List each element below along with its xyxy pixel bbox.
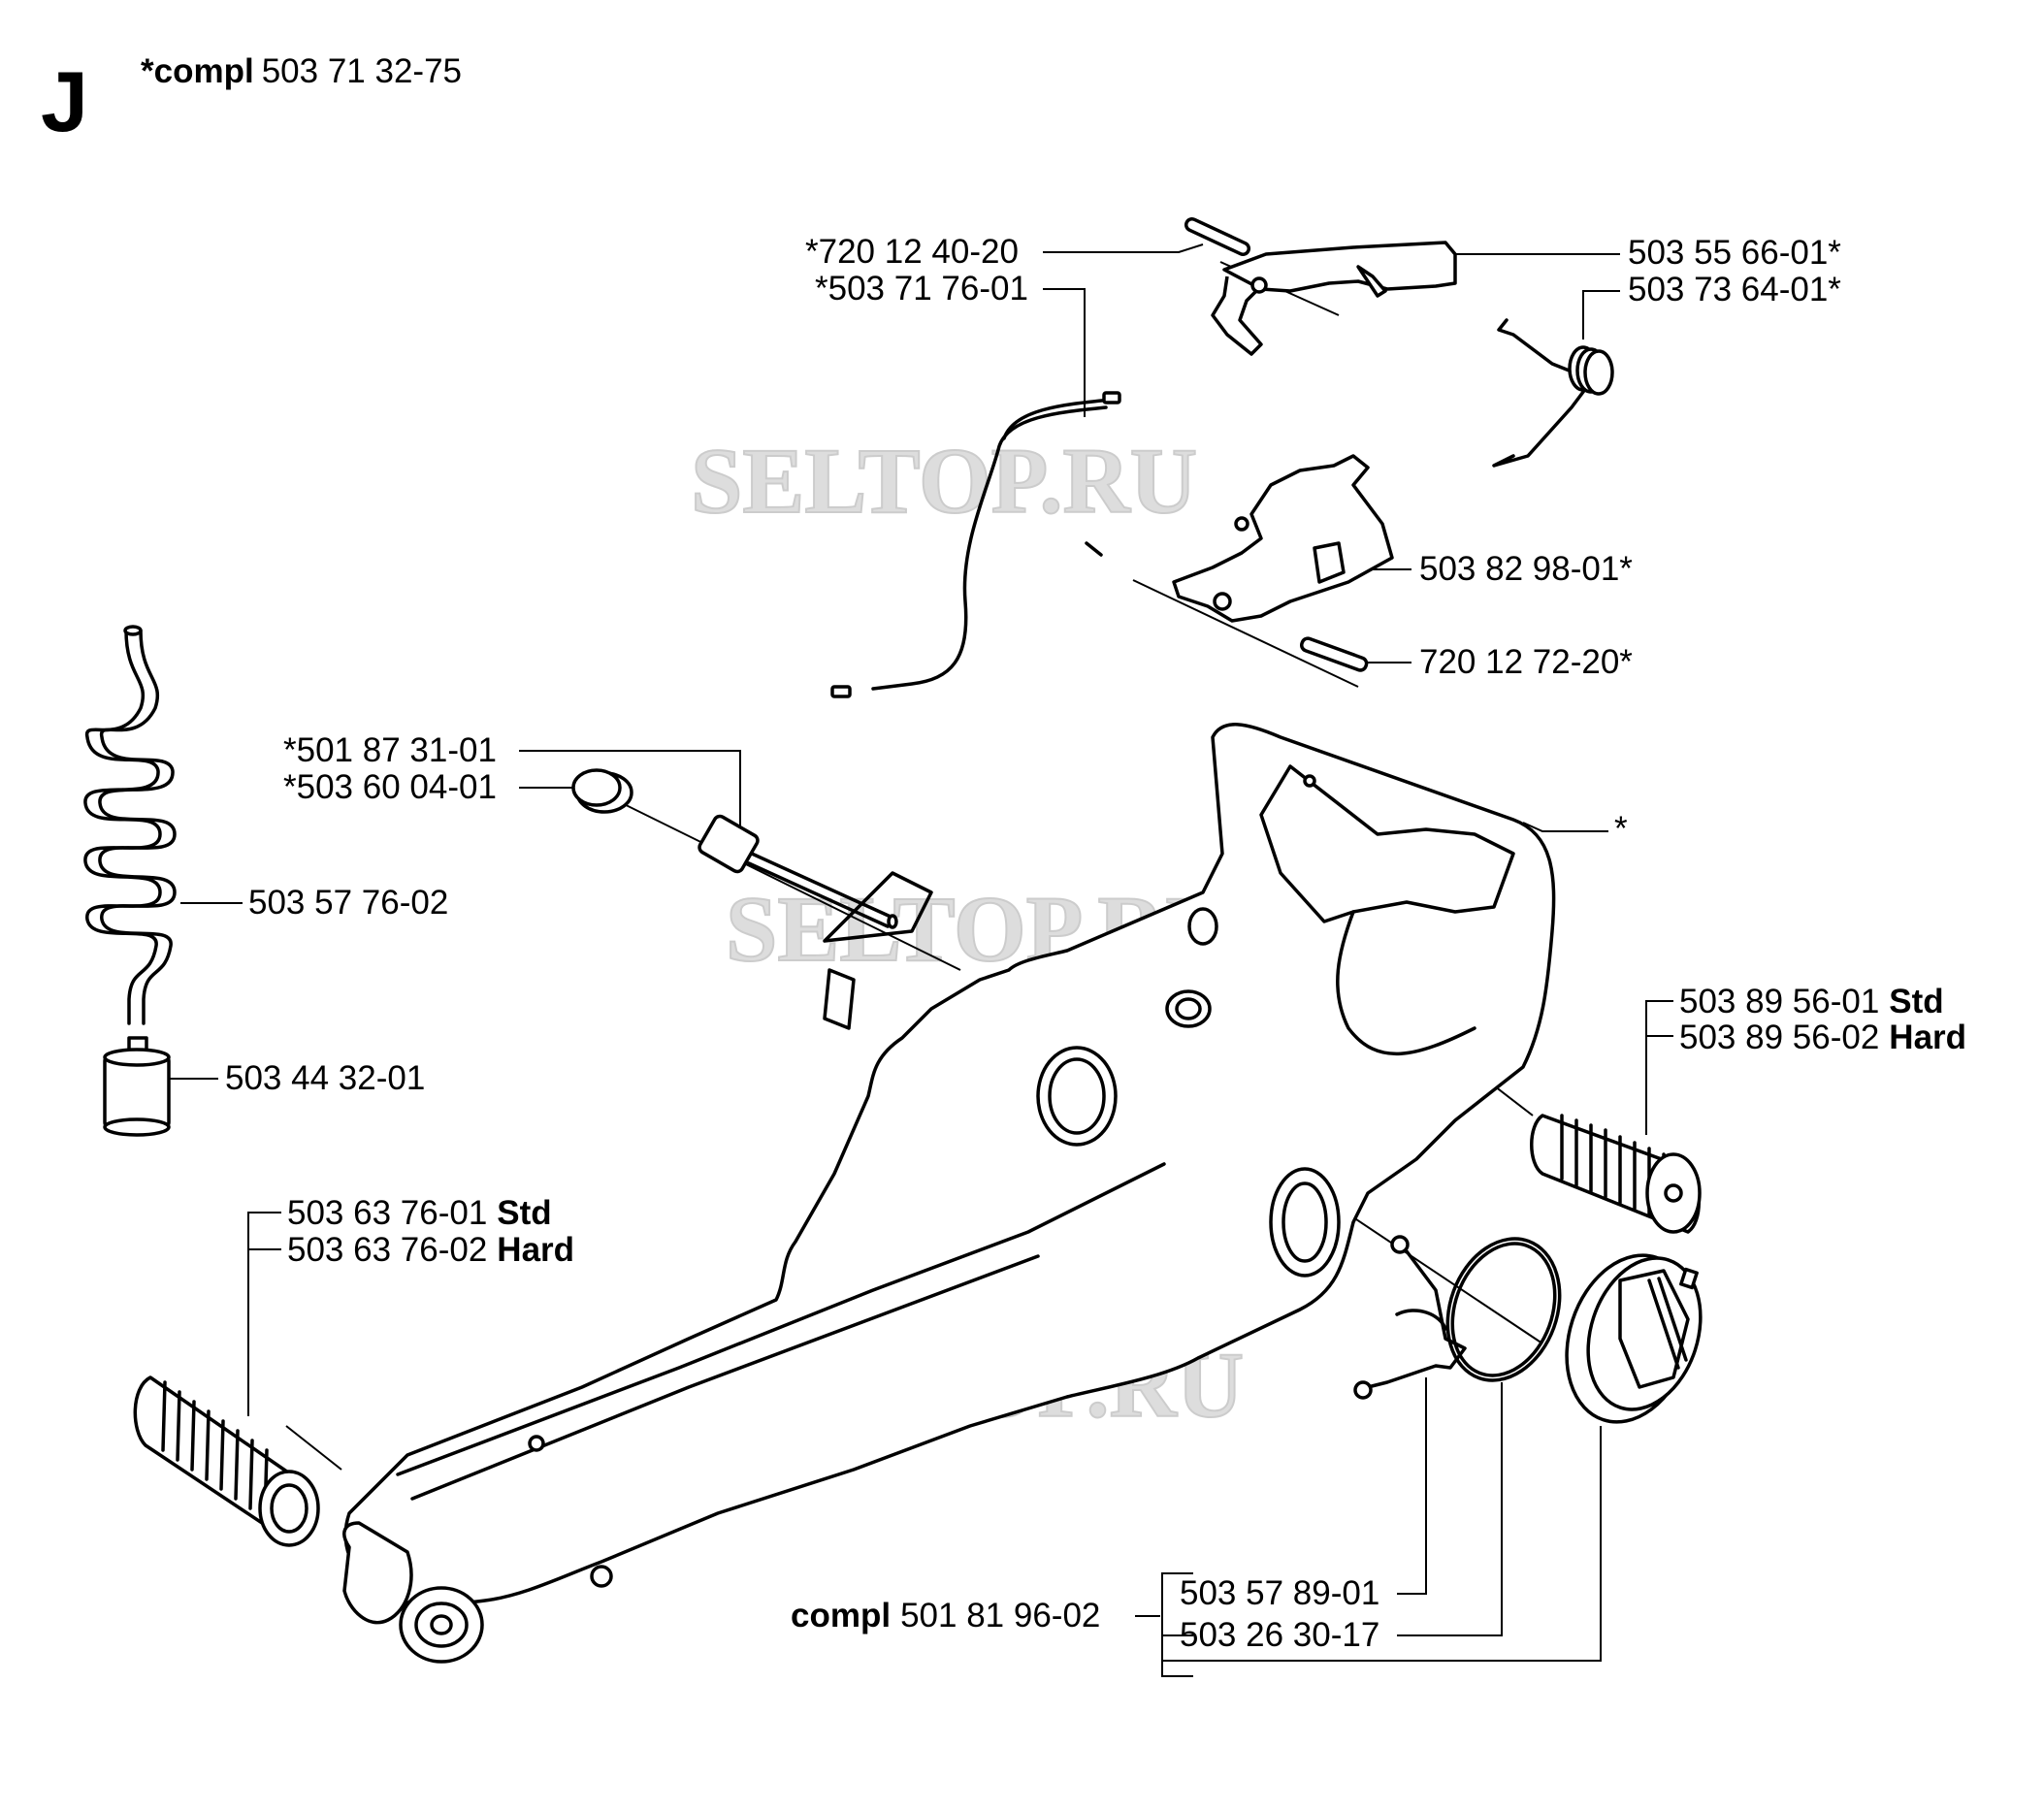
rear-av-spring-part xyxy=(1530,1114,1702,1234)
pin-lower-part xyxy=(1299,636,1369,672)
label-503556601: 503 55 66-01* xyxy=(1628,234,1841,272)
o-ring-part xyxy=(1445,1237,1562,1382)
label-503736401: 503 73 64-01* xyxy=(1628,271,1841,308)
label-503443201: 503 44 32-01 xyxy=(225,1059,425,1097)
throttle-cable-part xyxy=(830,391,1121,698)
label-503577602: 503 57 76-02 xyxy=(248,884,448,922)
label-720124020: *720 12 40-20 xyxy=(805,233,1019,271)
label-503717601: *503 71 76-01 xyxy=(815,270,1028,307)
front-av-spring-part xyxy=(133,1375,320,1547)
section-letter: J xyxy=(41,53,88,149)
rod-part xyxy=(698,814,898,929)
label-503600401: *503 60 04-01 xyxy=(283,768,497,806)
part-labels: *720 12 40-20 *503 71 76-01 503 55 66-01… xyxy=(225,233,1966,1654)
label-handle-asterisk: * xyxy=(1614,810,1628,848)
label-503578901: 503 57 89-01 xyxy=(1180,1574,1379,1612)
handle-body-part xyxy=(342,723,1556,1664)
cap-part xyxy=(571,768,633,814)
fuel-hose-part xyxy=(83,625,177,1025)
trigger-spring-part xyxy=(1492,318,1614,468)
fuel-filter-part xyxy=(103,1036,171,1137)
label-501873101: *501 87 31-01 xyxy=(283,731,497,769)
throttle-trigger-part xyxy=(1211,241,1457,356)
watermark-top: SELTOP.RU xyxy=(691,429,1197,533)
leader-lines xyxy=(163,243,1673,1677)
pin-upper-part xyxy=(1184,216,1251,257)
label-503829801: 503 82 98-01* xyxy=(1419,550,1633,588)
label-503263017: 503 26 30-17 xyxy=(1180,1616,1379,1654)
throttle-lockout-part xyxy=(1172,454,1394,623)
fuel-cap-part xyxy=(1565,1253,1703,1424)
label-720127220: 720 12 72-20* xyxy=(1419,643,1633,681)
